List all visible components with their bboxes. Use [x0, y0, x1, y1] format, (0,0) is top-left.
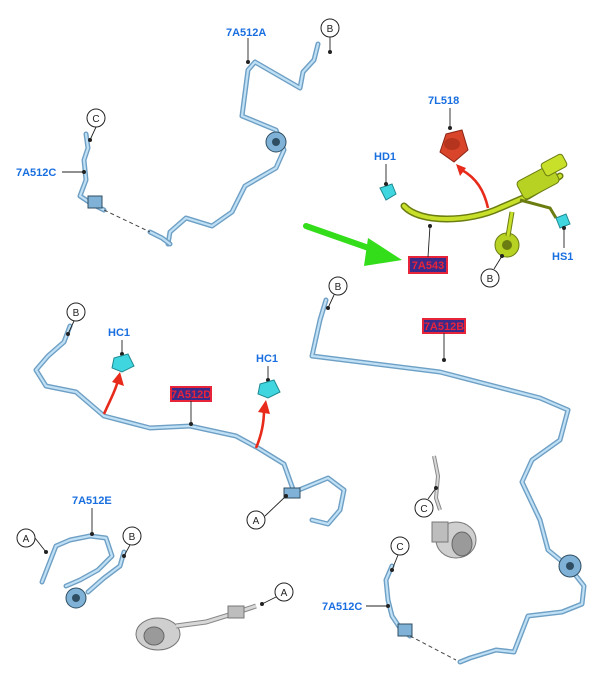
red-arrow-hc1-left [102, 379, 120, 415]
mid-hose-assembly [33, 323, 347, 527]
svg-text:B: B [73, 308, 80, 319]
callout-b-top: B [320, 18, 340, 54]
callout-b-bottom-left: B [122, 526, 142, 558]
svg-text:B: B [487, 274, 494, 285]
label-7l518: 7L518 [428, 95, 459, 107]
svg-text:A: A [253, 516, 260, 527]
label-hc1-right: HC1 [256, 353, 278, 365]
label-hc1-left: HC1 [108, 327, 130, 339]
label-7a512b: 7A512B [424, 321, 464, 333]
label-7a512c-bottom: 7A512C [322, 601, 362, 613]
highlight-7a512d: 7A512D [170, 386, 212, 402]
bottom-left-hose-assembly [39, 533, 127, 609]
callout-c-top: C [86, 108, 106, 142]
label-7a512c-top: 7A512C [16, 167, 56, 179]
callout-a-bottom-left: A [16, 528, 48, 554]
reservoir-cap [439, 129, 469, 163]
callout-b-master: B [480, 254, 504, 288]
top-hose-assembly [77, 41, 321, 247]
highlight-7a543: 7A543 [408, 256, 448, 274]
callout-c-center: C [414, 486, 438, 518]
svg-text:A: A [23, 534, 30, 545]
callout-b-mid-left: B [66, 302, 86, 336]
callout-c-bottom-right: C [390, 536, 410, 572]
svg-text:C: C [92, 114, 99, 125]
callout-a-bottom: A [260, 582, 294, 606]
hc1-right-clip [257, 379, 281, 399]
top-fitting [87, 195, 103, 209]
label-7a512e: 7A512E [72, 495, 112, 507]
callout-b-right: B [326, 276, 348, 310]
svg-text:B: B [129, 532, 136, 543]
label-7a512d: 7A512D [171, 389, 211, 401]
slave-cylinder-bottom [135, 603, 257, 651]
label-7a543: 7A543 [412, 260, 444, 272]
svg-text:B: B [335, 282, 342, 293]
master-cylinder [400, 153, 568, 258]
red-arrow-reservoir [461, 168, 490, 209]
label-hs1: HS1 [552, 251, 573, 263]
hs1-clip [555, 213, 571, 229]
right-hose-assembly [309, 297, 587, 665]
svg-text:B: B [327, 24, 334, 35]
hd1-clip [379, 183, 397, 201]
svg-text:C: C [396, 542, 403, 553]
label-hd1: HD1 [374, 151, 396, 163]
highlight-7a512b: 7A512B [422, 318, 466, 334]
green-arrow [303, 223, 402, 266]
label-7a512a: 7A512A [226, 27, 266, 39]
callout-a-mid: A [246, 494, 288, 530]
slave-cylinder-center [431, 455, 477, 559]
hc1-left-clip [111, 353, 135, 373]
svg-text:C: C [420, 504, 427, 515]
red-arrow-hc1-right [254, 409, 266, 449]
svg-text:A: A [281, 588, 288, 599]
